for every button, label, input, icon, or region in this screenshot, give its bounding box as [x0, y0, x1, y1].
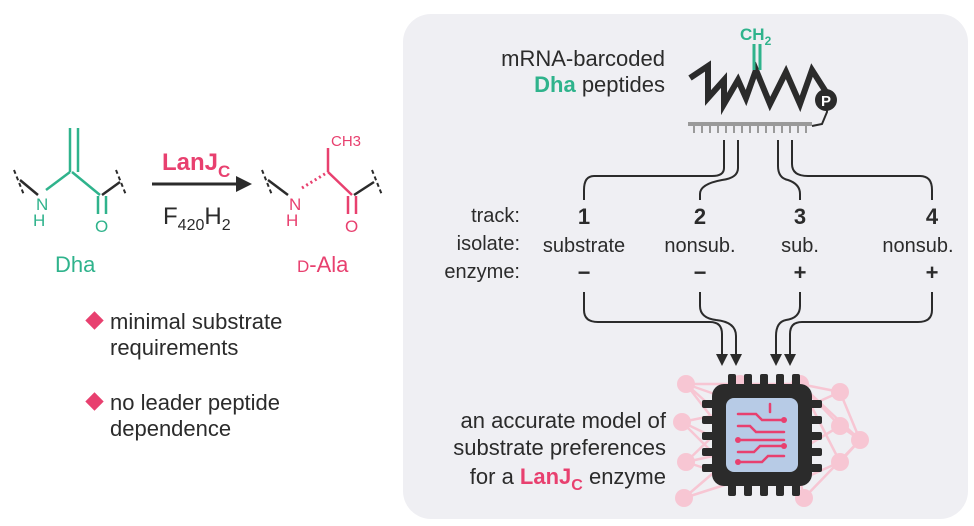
chip-pin — [776, 374, 784, 386]
reactant-dha-structure — [13, 128, 127, 214]
chip-pin — [702, 464, 714, 472]
chip-pin — [760, 484, 768, 496]
chip-pin — [728, 374, 736, 386]
workflow-panel — [403, 14, 968, 519]
chip-pin — [728, 484, 736, 496]
merge-arrowheads — [716, 354, 796, 366]
track-number: 3 — [794, 204, 806, 229]
chip-pin — [702, 416, 714, 424]
chip-pin — [702, 448, 714, 456]
model-description-cont: substrate preferences — [453, 435, 666, 460]
product-dala-structure — [261, 148, 383, 214]
track-number: 1 — [578, 204, 590, 229]
track-enzyme: − — [578, 260, 591, 285]
isolate-row-label: isolate: — [457, 233, 520, 255]
track-isolate: nonsub. — [882, 235, 953, 257]
track-isolate: nonsub. — [664, 235, 735, 257]
model-description-enzyme: for a LanJC enzyme — [470, 464, 666, 494]
product-methyl: CH3 — [331, 133, 361, 150]
chip-pin — [760, 374, 768, 386]
reactant-n: N — [36, 195, 48, 214]
phosphate-icon — [815, 89, 837, 111]
reactant-h: H — [33, 211, 45, 230]
chip-pin — [702, 400, 714, 408]
cofactor-label: F420H2 — [163, 203, 231, 234]
feature-item-cont: requirements — [110, 335, 238, 360]
bullet-diamond-icon — [85, 311, 104, 330]
enzyme-label: LanJC — [162, 149, 230, 181]
library-title: mRNA-barcoded — [501, 46, 665, 71]
track-enzyme: + — [926, 260, 939, 285]
reactant-label: Dha — [55, 252, 96, 277]
reaction-arrow — [152, 176, 252, 192]
feature-item: minimal substrate — [110, 309, 282, 334]
reactant-o: O — [95, 217, 108, 236]
product-h: H — [286, 211, 298, 230]
merge-arrows — [583, 292, 933, 356]
bullet-diamond-icon — [85, 392, 104, 411]
chip-pin — [810, 416, 822, 424]
track-number: 2 — [694, 204, 706, 229]
product-n: N — [289, 195, 301, 214]
chip-pin — [702, 432, 714, 440]
track-enzyme: + — [794, 260, 807, 285]
track-enzyme: − — [694, 260, 707, 285]
chip-pin — [792, 374, 800, 386]
chip-icon — [702, 374, 822, 496]
model-description: an accurate model of — [461, 408, 667, 433]
library-subtitle: Dha peptides — [534, 72, 665, 97]
track-isolate: sub. — [781, 235, 819, 257]
product-o: O — [345, 217, 358, 236]
methylene-label: CH2 — [740, 25, 772, 48]
feature-list: minimal substrate requirements no leader… — [85, 309, 282, 441]
chip-pin — [810, 432, 822, 440]
track-row-label: track: — [471, 205, 520, 227]
chip-pin — [776, 484, 784, 496]
feature-item: no leader peptide — [110, 390, 280, 415]
mrna-barcode — [688, 122, 812, 133]
chip-pin — [810, 448, 822, 456]
chip-pin — [744, 484, 752, 496]
chip-pin — [744, 374, 752, 386]
enzyme-row-label: enzyme: — [444, 261, 520, 283]
track-isolate: substrate — [543, 235, 625, 257]
chip-pin — [810, 400, 822, 408]
chip-pin — [792, 484, 800, 496]
split-lines — [583, 140, 933, 200]
phosphate-label: P — [821, 93, 831, 110]
product-label: D-Ala — [297, 252, 349, 277]
chip-pin — [810, 464, 822, 472]
feature-item-cont: dependence — [110, 416, 231, 441]
peptide-chain — [688, 44, 837, 127]
track-number: 4 — [926, 204, 939, 229]
